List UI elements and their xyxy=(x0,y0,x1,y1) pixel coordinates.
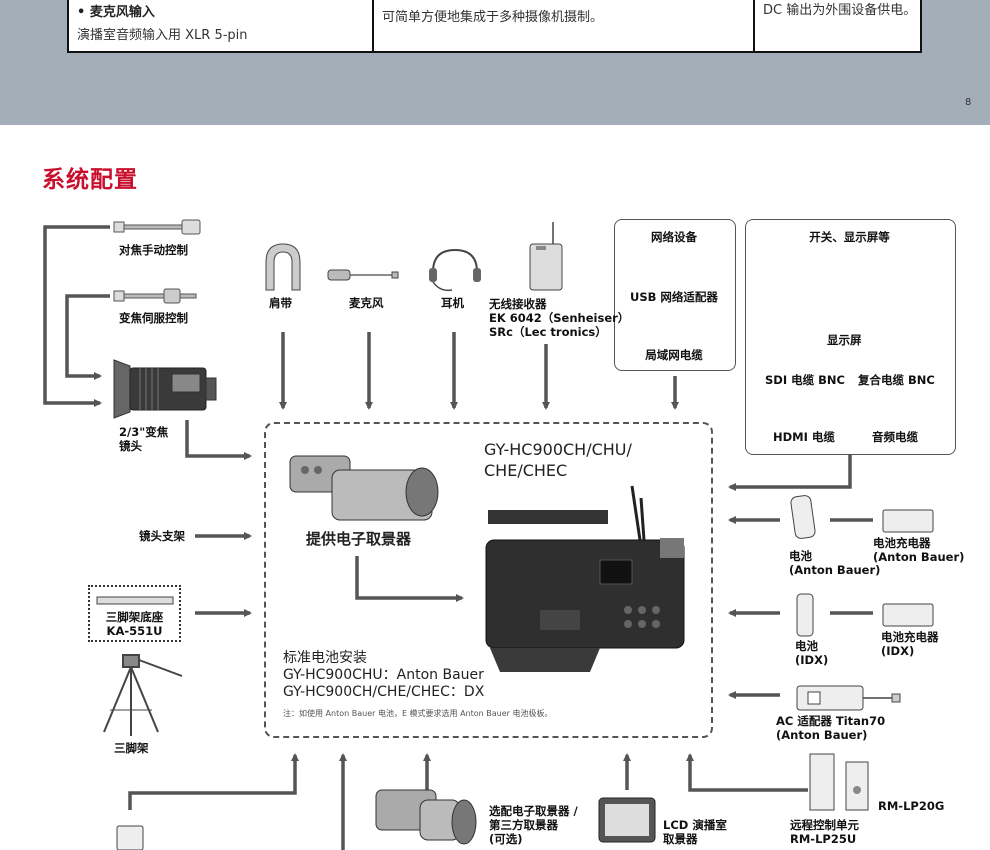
battery-note: 注：如使用 Anton Bauer 电池，E 模式要求选用 Anton Baue… xyxy=(283,709,553,718)
zoom-line xyxy=(65,294,110,380)
optional-viewfinder-icon xyxy=(375,789,477,845)
battery-title: 标准电池安装 xyxy=(283,650,367,666)
monitor-label: 显示屏 xyxy=(827,333,862,347)
focus-control-label: 对焦手动控制 xyxy=(119,243,188,257)
zoom-servo-icon xyxy=(113,288,197,304)
optional-vf-label-2: 第三方取景器 xyxy=(489,818,558,832)
spec-col-right: DC 输出为外围设备供电。 xyxy=(755,0,922,51)
battery-idx-icon xyxy=(796,593,814,637)
battery-ab-label-2: (Anton Bauer) xyxy=(789,563,881,577)
camera-box xyxy=(264,422,713,738)
focus-line xyxy=(43,225,110,407)
battery-ab-label-1: 电池 xyxy=(789,549,812,563)
audio-cable-label: 音频电缆 xyxy=(872,430,918,444)
lens-label-1: 2/3"变焦 xyxy=(119,425,169,439)
lcd-vf-label-2: 取景器 xyxy=(663,832,698,846)
camera-icon xyxy=(485,485,685,672)
wireless-receiver-icon xyxy=(529,222,563,291)
camera-model-line1: GY-HC900CH/CHU/ xyxy=(484,440,632,459)
battery-line2: GY-HC900CH/CHE/CHEC：DX xyxy=(283,684,485,700)
ac-adapter-label-1: AC 适配器 Titan70 xyxy=(776,714,886,728)
hdmi-cable-label: HDMI 电缆 xyxy=(773,430,835,444)
charger-ab-label-1: 电池充电器 xyxy=(873,536,931,550)
tripod-icon xyxy=(103,654,183,736)
microphone-label: 麦克风 xyxy=(349,296,384,310)
viewfinder-label: 提供电子取景器 xyxy=(306,530,412,548)
mic-input-title: • 麦克风输入 xyxy=(77,5,155,20)
camera-model-line2: CHE/CHEC xyxy=(484,461,568,480)
tripod-base-box xyxy=(88,585,181,642)
display-box xyxy=(745,219,956,455)
spec-middle-text: 可简单方便地集成于多种摄像机摄制。 xyxy=(382,10,604,25)
tripod-base-icon xyxy=(96,596,174,605)
sdi-cable-label: SDI 电缆 BNC xyxy=(765,373,845,387)
ac-adapter-icon xyxy=(796,685,901,711)
battery-ab-icon xyxy=(790,495,816,539)
mic-input-desc: 演播室音频输入用 XLR 5-pin xyxy=(77,28,248,43)
viewfinder-icon xyxy=(289,455,439,521)
usb-adapter-label: USB 网络适配器 xyxy=(630,290,718,304)
shoulder-strap-icon xyxy=(265,243,301,291)
microphone-icon xyxy=(327,269,399,281)
composite-cable-label: 复合电缆 BNC xyxy=(858,373,935,387)
battery-idx-label-1: 电池 xyxy=(795,639,818,653)
shoulder-strap-label: 肩带 xyxy=(269,296,292,310)
zoom-lens-icon xyxy=(113,359,217,419)
network-box-title: 网络设备 xyxy=(651,230,697,244)
wireless-label-1: 无线接收器 xyxy=(489,297,547,311)
lens-line xyxy=(185,420,252,460)
ac-adapter-label-2: (Anton Bauer) xyxy=(776,728,868,742)
optional-vf-label-1: 选配电子取景器 / xyxy=(489,804,578,818)
remote-label-1: 远程控制单元 xyxy=(790,818,859,832)
lens-support-label: 镜头支架 xyxy=(139,529,185,543)
spec-col-middle: 可简单方便地集成于多种摄像机摄制。 xyxy=(374,0,755,51)
charger-ab-icon xyxy=(882,509,934,533)
lan-cable-label: 局域网电缆 xyxy=(645,348,703,362)
section-title: 系统配置 xyxy=(42,167,138,193)
display-box-title: 开关、显示屏等 xyxy=(809,230,890,244)
battery-line1: GY-HC900CHU：Anton Bauer xyxy=(283,667,484,683)
headphones-icon xyxy=(429,248,481,292)
charger-ab-label-2: (Anton Bauer) xyxy=(873,550,965,564)
network-box xyxy=(614,219,736,371)
wireless-label-3: SRc（Lec tronics） xyxy=(489,325,607,339)
lcd-vf-label-1: LCD 演播室 xyxy=(663,818,727,832)
optional-vf-label-3: (可选) xyxy=(489,832,523,846)
rm-lp20g-label: RM-LP20G xyxy=(878,799,945,813)
wireless-label-2: EK 6042（Senheiser） xyxy=(489,311,630,325)
tripod-base-label-2: KA-551U xyxy=(106,624,163,638)
page-number: 8 xyxy=(965,97,972,108)
battery-idx-label-2: (IDX) xyxy=(795,653,829,667)
tripod-base-label-1: 三脚架底座 xyxy=(105,610,164,624)
sd-card-icon xyxy=(116,825,144,850)
focus-control-icon xyxy=(113,219,201,235)
lcd-viewfinder-icon xyxy=(598,797,656,843)
remote-label-2: RM-LP25U xyxy=(790,832,857,846)
charger-idx-label-2: (IDX) xyxy=(881,644,915,658)
charger-idx-label-1: 电池充电器 xyxy=(881,630,939,644)
tripod-label: 三脚架 xyxy=(114,741,149,755)
spec-col-left: • 麦克风输入 演播室音频输入用 XLR 5-pin xyxy=(69,0,374,51)
lens-label-2: 镜头 xyxy=(119,439,142,453)
spec-right-text: DC 输出为外围设备供电。 xyxy=(763,3,917,18)
remote-control-icon xyxy=(809,753,869,811)
charger-idx-icon xyxy=(882,603,934,627)
headphones-label: 耳机 xyxy=(441,296,464,310)
zoom-servo-label: 变焦伺服控制 xyxy=(119,311,188,325)
spec-table: • 麦克风输入 演播室音频输入用 XLR 5-pin 可简单方便地集成于多种摄像… xyxy=(67,0,922,53)
